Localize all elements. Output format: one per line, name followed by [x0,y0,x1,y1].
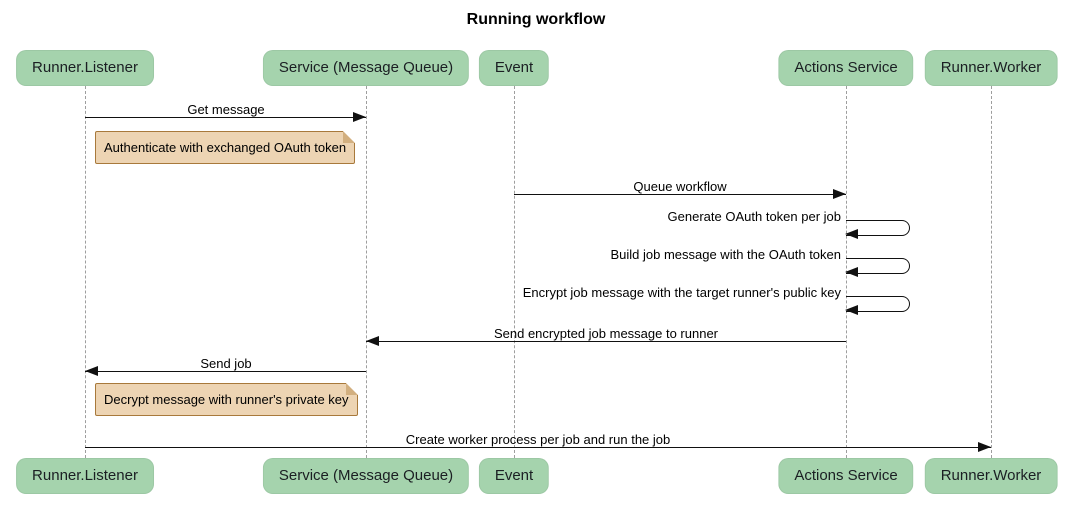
self-loop-line [845,220,910,239]
participant-event-bottom: Event [478,458,550,494]
self-loop-line [845,258,910,277]
arrowhead-right-icon [978,442,991,452]
message-label: Encrypt job message with the target runn… [522,285,841,300]
message-line [514,194,846,195]
message-line [85,117,366,118]
participant-runner-worker-bottom: Runner.Worker [924,458,1058,494]
self-loop-line [845,296,910,315]
participant-runner-listener-bottom: Runner.Listener [16,458,154,494]
arrowhead-left-icon [366,336,379,346]
participant-actions-service-bottom: Actions Service [778,458,914,494]
participant-event-top: Event [478,50,550,86]
note-authenticate: Authenticate with exchanged OAuth token [95,131,356,164]
participant-service-mq-top: Service (Message Queue) [262,50,470,86]
participant-service-mq-bottom: Service (Message Queue) [262,458,470,494]
arrowhead-left-icon [845,267,858,277]
message-line [366,341,846,342]
note-decrypt: Decrypt message with runner's private ke… [95,383,358,416]
lifeline-runner-listener [85,86,86,458]
arrowhead-right-icon [353,112,366,122]
lifeline-service-mq [366,86,367,458]
message-line [85,447,991,448]
message-label: Create worker process per job and run th… [405,432,671,447]
participant-runner-worker-top: Runner.Worker [924,50,1058,86]
message-label: Get message [187,102,265,117]
arrowhead-left-icon [845,229,858,239]
lifeline-runner-worker [991,86,992,458]
message-line [85,371,366,372]
message-label: Send encrypted job message to runner [493,326,719,341]
arrowhead-left-icon [85,366,98,376]
diagram-title: Running workflow [466,11,606,28]
participant-runner-listener-top: Runner.Listener [16,50,154,86]
message-label: Generate OAuth token per job [667,209,841,224]
participant-actions-service-top: Actions Service [778,50,914,86]
arrowhead-left-icon [845,305,858,315]
lifeline-event [514,86,515,458]
message-label: Queue workflow [633,179,727,194]
arrowhead-right-icon [833,189,846,199]
message-label: Send job [200,356,252,371]
message-label: Build job message with the OAuth token [610,247,841,262]
